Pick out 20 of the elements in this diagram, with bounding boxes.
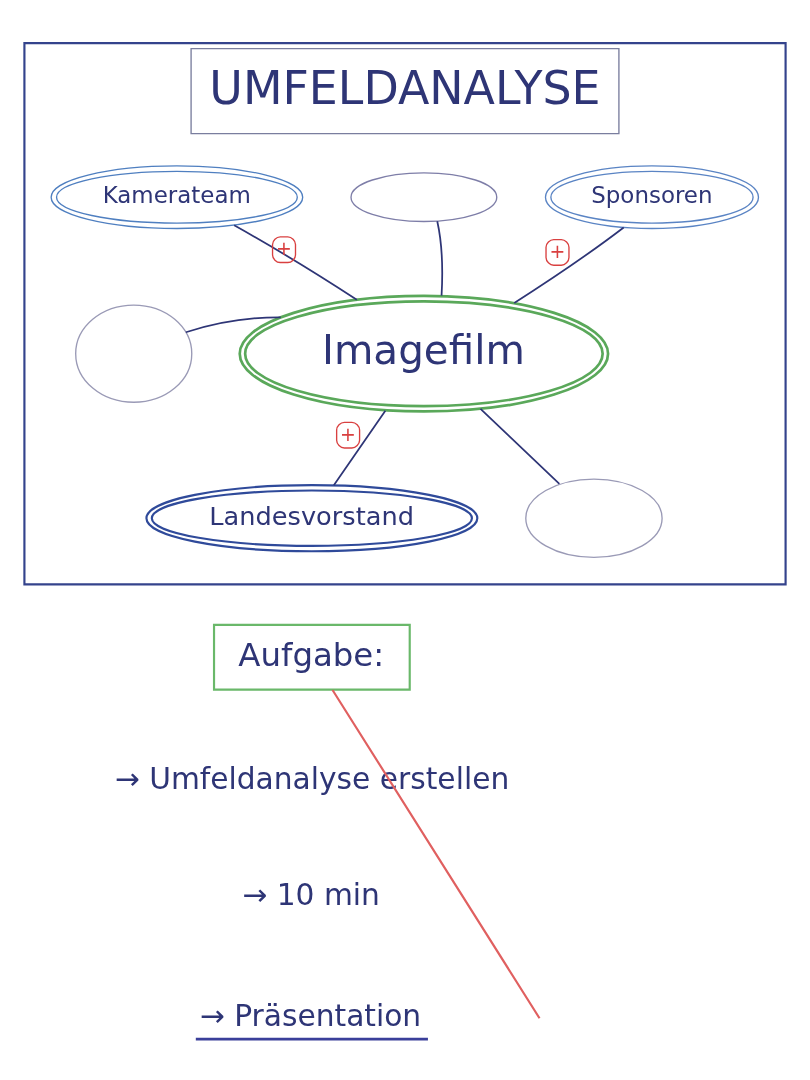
connector [233,223,358,301]
edge-label: + [549,239,566,262]
node-ellipse: Sponsoren [544,164,760,229]
label: → 10 min [242,876,380,912]
connector [513,226,625,304]
node-ellipse: Imagefilm [238,294,610,413]
label: → Präsentation [199,997,422,1033]
node-ellipse: Landesvorstand [145,483,479,552]
connector [436,219,443,297]
edge-label: + [275,236,292,259]
node-ellipse [350,171,498,222]
connector [331,688,541,1019]
connector [332,409,387,486]
node-box: Aufgabe: [212,623,411,691]
connector [185,315,282,333]
node-ellipse [75,303,193,403]
edge-label: + [340,422,356,445]
node-ellipse: Kamerateam [50,164,304,229]
node-ellipse [525,477,663,558]
connector [479,407,561,485]
